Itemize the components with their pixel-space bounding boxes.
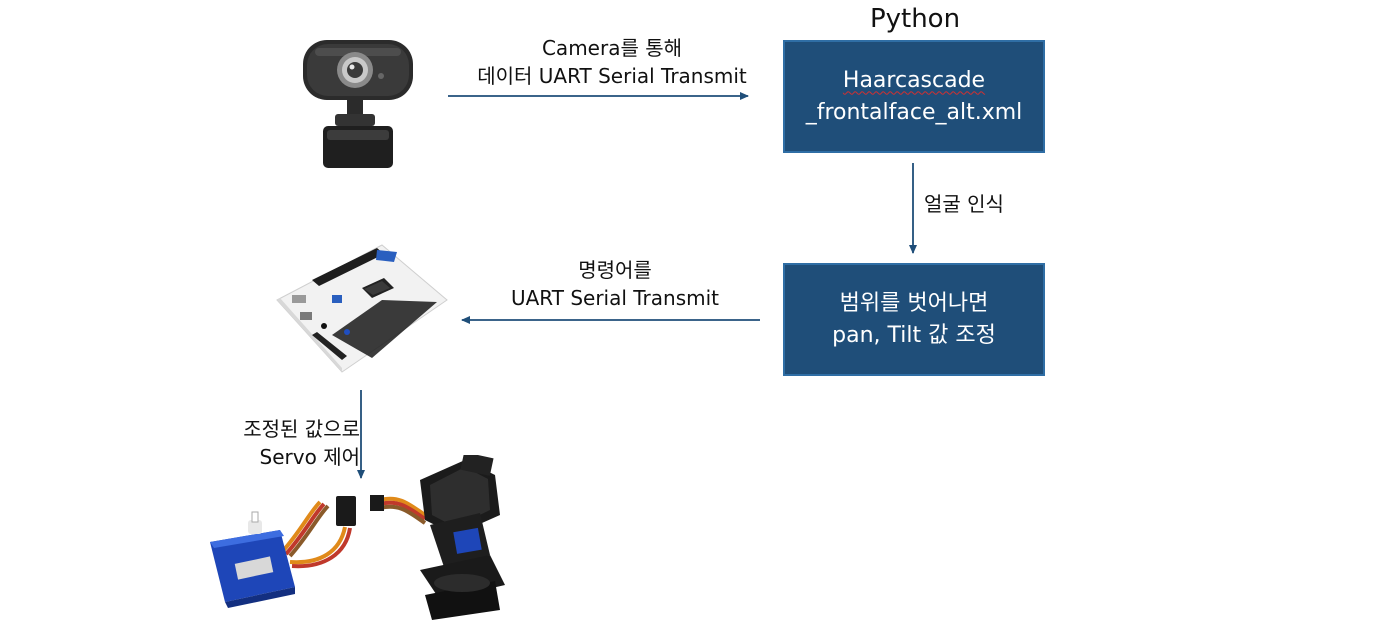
command-transmit-line1: 명령어를 bbox=[578, 258, 652, 282]
stm32-nucleo-board-image bbox=[276, 244, 448, 373]
haarcascade-box: Haarcascade _frontalface_alt.xml bbox=[783, 40, 1045, 153]
range-adjust-box: 범위를 벗어나면 pan, Tilt 값 조정 bbox=[783, 263, 1045, 376]
command-transmit-line2: UART Serial Transmit bbox=[510, 286, 720, 310]
pan-tilt-bracket-image bbox=[370, 455, 505, 620]
haarcascade-line1: Haarcascade bbox=[842, 67, 986, 93]
camera-transmit-line2: 데이터 UART Serial Transmit bbox=[477, 64, 747, 88]
camera-transmit-label: Camera를 통해 데이터 UART Serial Transmit bbox=[462, 34, 762, 90]
range-adjust-line2: pan, Tilt 값 조정 bbox=[832, 322, 996, 348]
camera-transmit-line1: Camera를 통해 bbox=[541, 36, 683, 60]
command-transmit-label: 명령어를 UART Serial Transmit bbox=[470, 256, 760, 312]
range-adjust-line1: 범위를 벗어나면 bbox=[839, 290, 989, 316]
servo-control-label: 조정된 값으로 Servo 제어 bbox=[190, 415, 360, 471]
servo-control-line2: Servo 제어 bbox=[259, 445, 360, 469]
haarcascade-line2: _frontalface_alt.xml bbox=[805, 99, 1023, 125]
servo-control-line1: 조정된 값으로 bbox=[243, 417, 360, 441]
python-title: Python bbox=[869, 4, 961, 34]
webcam-image bbox=[303, 40, 413, 168]
micro-servo-image bbox=[210, 496, 356, 608]
face-detect-label: 얼굴 인식 bbox=[924, 192, 1004, 216]
